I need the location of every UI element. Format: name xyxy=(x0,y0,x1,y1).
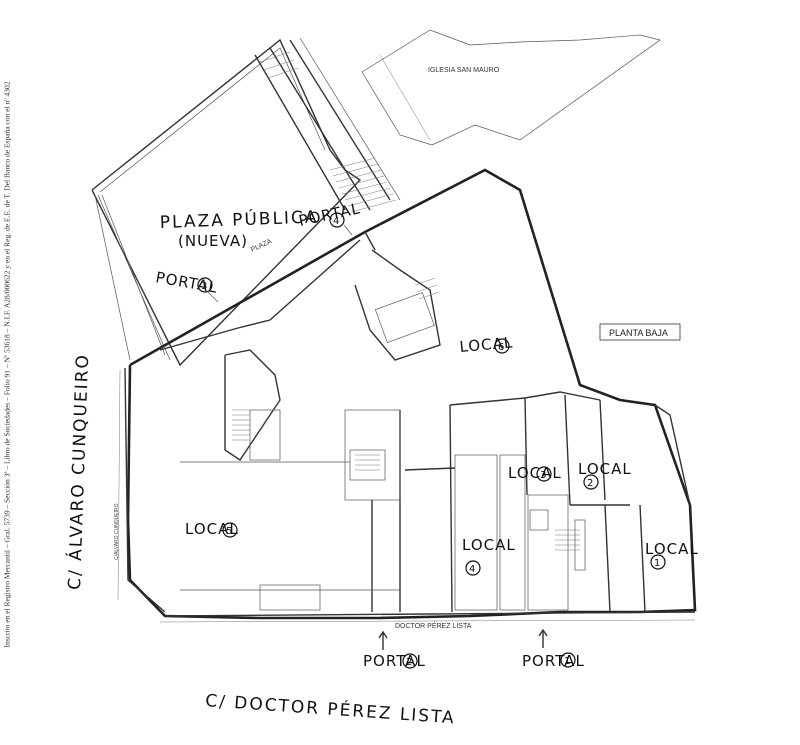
portal-3-num: 3 xyxy=(201,281,207,292)
local-4-label: LOCAL 4 xyxy=(462,536,516,576)
building-outline xyxy=(124,168,697,620)
local-2-num: 2 xyxy=(587,478,593,489)
portal-3-label: PORTAL 3 xyxy=(154,268,219,303)
portal-1-label: PORTAL 1 xyxy=(522,628,585,670)
planta-baja-box: PLANTA BAJA xyxy=(599,323,681,341)
planta-baja-label: PLANTA BAJA xyxy=(609,328,668,338)
portal-2-label: PORTAL 2 xyxy=(363,630,426,670)
street-left-label: C/ ÁLVARO CUNQUEIRO xyxy=(63,353,93,590)
local-5-label: LOCAL 5 xyxy=(185,520,238,538)
street-bottom-label: C/ DOCTOR PÉREZ LISTA xyxy=(205,689,457,728)
local-6-label: LOCAL 6 xyxy=(459,333,514,356)
church-outline: IGLESIA SAN MAURO xyxy=(361,29,661,146)
street-left-small: C/ÁLVARO CUNQUEIRO xyxy=(113,503,120,560)
portal-4-word: PORTAL xyxy=(297,199,362,230)
local-6-num: 6 xyxy=(498,342,504,353)
local-1-num: 1 xyxy=(654,558,660,569)
portal-1-word: PORTAL xyxy=(522,652,585,670)
portal-3-word: PORTAL xyxy=(154,268,219,297)
stairs xyxy=(232,277,580,551)
local-1-word: LOCAL xyxy=(645,540,699,558)
local-5-num: 5 xyxy=(226,526,232,537)
plaza-label: PLAZA PÚBLICA xyxy=(159,205,318,233)
portal-4-label: PORTAL 4 xyxy=(297,199,362,236)
portal-2-num: 2 xyxy=(406,657,412,668)
access-ramp xyxy=(254,37,401,213)
local-3-label: LOCAL 3 xyxy=(508,464,562,482)
church-label: IGLESIA SAN MAURO xyxy=(428,67,500,74)
local-3-num: 3 xyxy=(540,470,546,481)
portal-2-word: PORTAL xyxy=(363,652,426,670)
portal-1-num: 1 xyxy=(564,656,570,667)
dimension-lines xyxy=(117,369,696,623)
portal-4-num: 4 xyxy=(333,216,339,227)
local-2-label: LOCAL 2 xyxy=(578,460,632,490)
street-bottom-small: DOCTOR PÉREZ LISTA xyxy=(395,621,472,630)
local-1-label: LOCAL 1 xyxy=(645,540,699,570)
local-3-word: LOCAL xyxy=(508,464,562,482)
plaza-sub-label: (NUEVA) xyxy=(178,232,248,250)
local-4-word: LOCAL xyxy=(462,536,516,554)
local-4-num: 4 xyxy=(469,564,475,575)
plaza-small-label: PLAZA xyxy=(250,238,273,254)
local-2-word: LOCAL xyxy=(578,460,632,478)
